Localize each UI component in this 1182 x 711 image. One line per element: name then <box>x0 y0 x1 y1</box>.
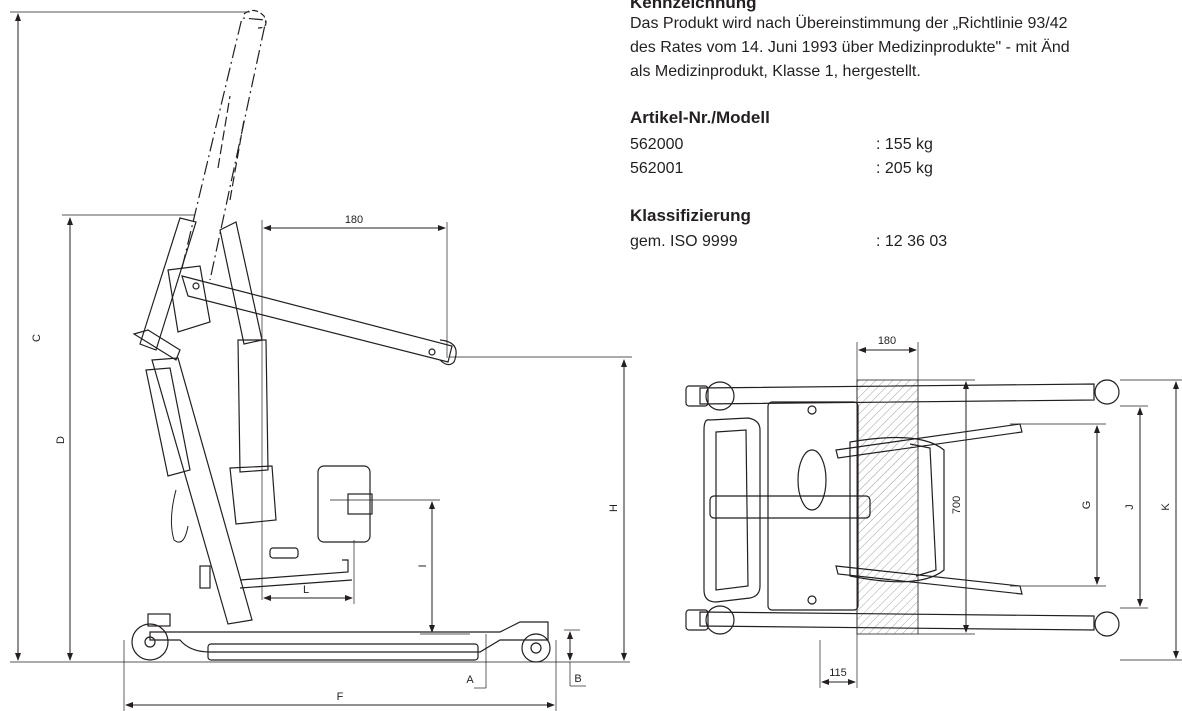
dim-label-700: 700 <box>951 496 963 514</box>
dim-label-g: G <box>1081 501 1093 510</box>
klassifizierung-value: : 12 36 03 <box>876 233 948 250</box>
dim-label-d: D <box>55 436 67 444</box>
dim-label-a: A <box>466 674 474 686</box>
kennzeichnung-line-1: Das Produkt wird nach Übereinstimmung de… <box>630 15 1068 32</box>
kennzeichnung-line-2: des Rates vom 14. Juni 1993 über Medizin… <box>630 39 1070 56</box>
heading-klassifizierung: Klassifizierung <box>630 206 751 225</box>
klassifizierung-label: gem. ISO 9999 <box>630 233 738 250</box>
heading-artikel: Artikel-Nr./Modell <box>630 108 770 127</box>
kennzeichnung-line-3: als Medizinprodukt, Klasse 1, hergestell… <box>630 63 921 80</box>
dim-label-180-top: 180 <box>878 335 896 347</box>
model-value-1: : 155 kg <box>876 136 933 153</box>
dim-label-b: B <box>574 673 581 685</box>
dim-label-i: I <box>417 564 429 567</box>
model-nr-1: 562000 <box>630 136 684 153</box>
heading-kennzeichnung: Kennzeichnung <box>630 0 757 12</box>
model-value-2: : 205 kg <box>876 160 933 177</box>
top-dim-labels: 180 115 700 G J K <box>829 335 1172 679</box>
side-dim-labels: C D H I 180 L F A B <box>31 214 620 703</box>
side-view-lifter <box>131 9 551 663</box>
side-dimensions <box>10 11 632 711</box>
dim-label-f: F <box>337 691 344 703</box>
dim-label-h: H <box>608 504 620 512</box>
dim-label-k: K <box>1160 503 1172 511</box>
dim-label-c: C <box>31 334 43 342</box>
dim-label-115: 115 <box>829 667 847 679</box>
dim-label-j: J <box>1124 504 1136 510</box>
model-nr-2: 562001 <box>630 160 684 177</box>
dim-label-l: L <box>303 584 309 596</box>
dim-label-180-side: 180 <box>345 214 363 226</box>
top-view-lifter <box>685 379 1120 637</box>
